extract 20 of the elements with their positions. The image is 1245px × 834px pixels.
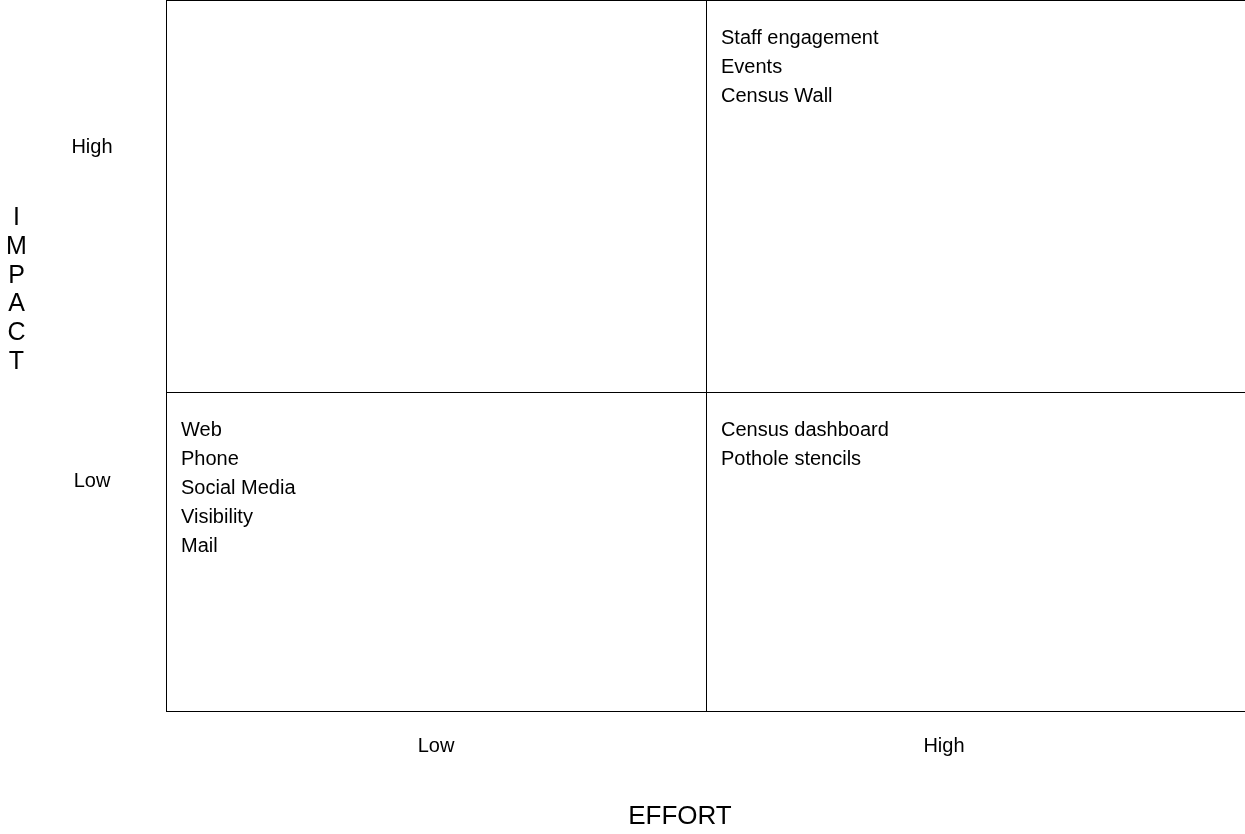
list-item: Pothole stencils [721,446,863,471]
quadrant [706,392,1245,712]
list-item: Social Media [181,475,297,500]
list-item: Staff engagement [721,25,880,50]
quadrant [706,0,1245,393]
list-item: Phone [181,446,240,471]
list-item: Census dashboard [721,417,890,442]
list-item: Web [181,417,223,442]
quadrant [166,392,706,712]
axis-title: EFFORT [628,800,732,832]
list-item: Census Wall [721,83,834,108]
list-item: Events [721,54,784,79]
axis-level-label: Low [73,468,111,492]
axis-title: IMPACT [5,202,28,375]
axis-level-label: High [923,733,965,757]
quadrant [166,0,706,393]
list-item: Mail [181,533,219,558]
axis-level-label: Low [417,733,455,757]
axis-level-label: High [71,134,113,158]
list-item: Visibility [181,504,254,529]
